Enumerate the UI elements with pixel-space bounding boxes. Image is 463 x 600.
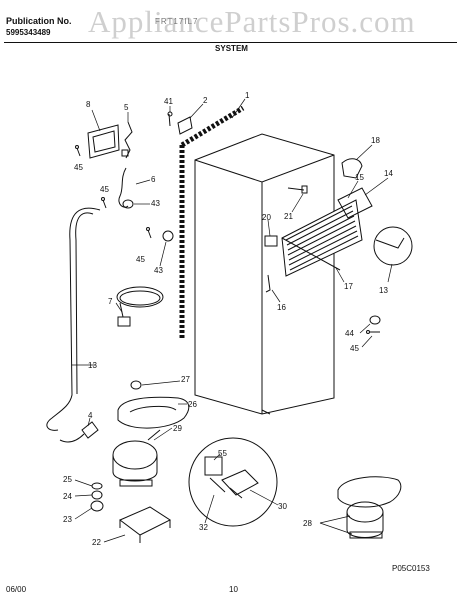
callout-26: 26: [188, 400, 197, 409]
callout-14: 14: [384, 169, 393, 178]
condenser-strip: [179, 105, 245, 340]
footer-page-number: 10: [229, 585, 238, 594]
part-43-clip: [162, 230, 174, 242]
callout-17: 17: [344, 282, 353, 291]
section-title: SYSTEM: [215, 44, 248, 53]
publication-label: Publication No.: [6, 16, 72, 26]
part-27-grommet: [130, 380, 142, 390]
callout-16: 16: [277, 303, 286, 312]
part-44-bracket: [369, 315, 381, 325]
part-6-wiring: [118, 167, 134, 209]
callout-4: 4: [88, 411, 93, 420]
header-rule: [4, 42, 457, 43]
footer-date: 06/00: [6, 585, 27, 594]
part-5-harness: [121, 121, 133, 159]
part-7-power-cord: [116, 286, 164, 327]
callout-7: 7: [108, 297, 113, 306]
callout-27: 27: [181, 375, 190, 384]
callout-25: 25: [63, 475, 72, 484]
part-17-condenser: [281, 199, 363, 277]
part-13-tubing: [46, 207, 101, 431]
part-28-drain-pan: [337, 476, 402, 539]
part-16-clip: [265, 274, 271, 293]
relay-detail-circle: [188, 437, 278, 527]
refrigerator-cabinet: [194, 133, 335, 415]
part-22-bracket: [119, 506, 172, 543]
callout-13a: 13: [88, 361, 97, 370]
callout-23: 23: [63, 515, 72, 524]
part-41-screw: [167, 111, 173, 127]
screw-icons: [75, 145, 380, 334]
part-4-drier: [59, 421, 99, 443]
callout-18: 18: [371, 136, 380, 145]
model-number: FRT17IL7: [155, 17, 199, 26]
callout-21: 21: [284, 212, 293, 221]
part-20-clip: [264, 235, 278, 247]
watermark: AppliancePartsPros.com: [88, 4, 416, 39]
callout-15: 15: [355, 173, 364, 182]
parts-23-25-mounts: [90, 482, 104, 512]
callout-24: 24: [63, 492, 72, 501]
callout-1: 1: [245, 91, 250, 100]
callout-5: 5: [124, 103, 129, 112]
callout-6: 6: [151, 175, 156, 184]
part-2-bracket: [177, 116, 193, 135]
callout-30: 30: [278, 502, 287, 511]
callout-2: 2: [203, 96, 208, 105]
callout-45c: 45: [136, 255, 145, 264]
leader-lines: [72, 98, 393, 543]
callout-32: 32: [199, 523, 208, 532]
part-8-cover: [87, 124, 120, 159]
callout-45b: 45: [100, 185, 109, 194]
part-18-bracket: [341, 158, 363, 179]
part-26-drain-pan: [117, 396, 190, 429]
part-29-compressor: [112, 429, 161, 487]
figure-code: P05C0153: [392, 564, 430, 573]
callout-20: 20: [262, 213, 271, 222]
callout-41: 41: [164, 97, 173, 106]
callout-45d: 45: [350, 344, 359, 353]
publication-number: 5995343489: [6, 28, 51, 37]
part-15-shroud: [337, 187, 373, 219]
tubing-detail-circle: [373, 226, 413, 266]
callout-13b: 13: [379, 286, 388, 295]
callout-labels: 8 5 41 2 1 45 6 45 43 45 43 7 13 27 26 4…: [63, 91, 430, 573]
callout-44: 44: [345, 329, 354, 338]
callout-43a: 43: [151, 199, 160, 208]
callout-28: 28: [303, 519, 312, 528]
callout-8: 8: [86, 100, 91, 109]
callout-45a: 45: [74, 163, 83, 172]
callout-29: 29: [173, 424, 182, 433]
callout-55: 55: [218, 449, 227, 458]
callout-22: 22: [92, 538, 101, 547]
part-21-screw: [287, 185, 308, 194]
callout-43b: 43: [154, 266, 163, 275]
